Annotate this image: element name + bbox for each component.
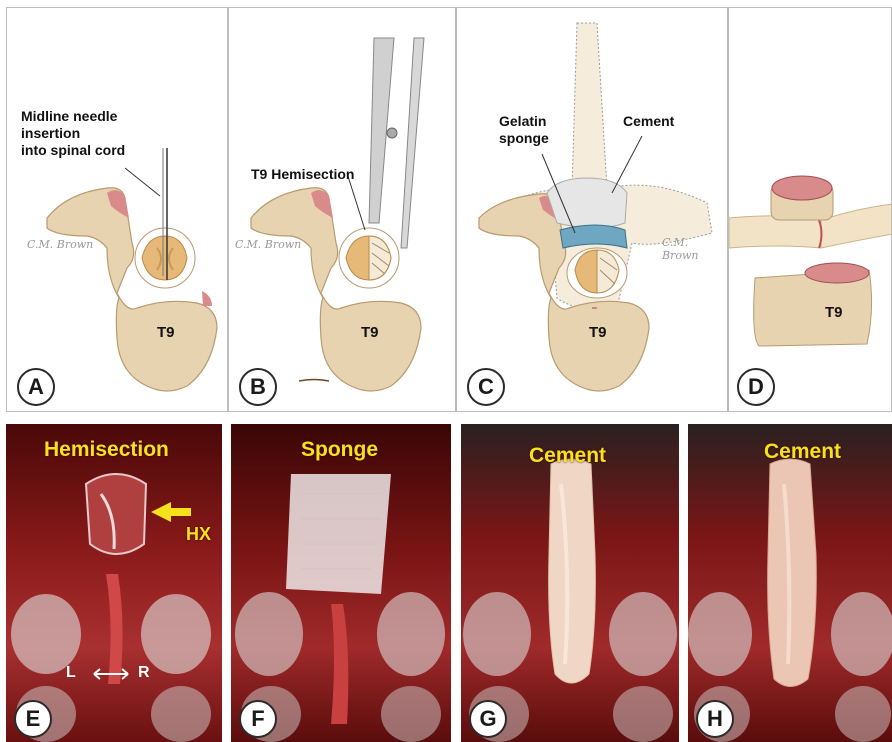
vertebra-illustration-d bbox=[729, 8, 892, 412]
label-right: R bbox=[138, 664, 150, 682]
panel-letter-c: C bbox=[467, 368, 505, 406]
label-cement: Cement bbox=[623, 113, 674, 130]
surgical-photo-g bbox=[461, 424, 679, 742]
artist-signature: C.M. Brown bbox=[27, 238, 93, 251]
surgical-photo-e bbox=[6, 424, 222, 742]
artist-signature: C.M. Brown bbox=[662, 236, 727, 262]
photo-title-sponge: Sponge bbox=[301, 438, 378, 462]
vertebra-illustration-b bbox=[229, 8, 456, 412]
photo-title-hemisection: Hemisection bbox=[44, 438, 169, 462]
panel-letter-e: E bbox=[14, 700, 52, 738]
panel-letter-a: A bbox=[17, 368, 55, 406]
label-left: L bbox=[66, 664, 76, 682]
surgical-photo-h bbox=[688, 424, 892, 742]
caption-hemisection: T9 Hemisection bbox=[251, 166, 354, 183]
panel-letter-f: F bbox=[239, 700, 277, 738]
panel-b: T9 Hemisection C.M. Brown T9 B bbox=[228, 7, 456, 412]
photo-title-cement-g: Cement bbox=[529, 444, 606, 468]
vertebra-illustration-c bbox=[457, 8, 728, 412]
panel-a: Midline needle insertion into spinal cor… bbox=[6, 7, 228, 412]
vertebra-label-a: T9 bbox=[157, 324, 175, 341]
photo-panel-f: Sponge F bbox=[231, 424, 451, 742]
panel-letter-d: D bbox=[737, 368, 775, 406]
vertebra-label-b: T9 bbox=[361, 324, 379, 341]
label-gelatin-sponge: Gelatin sponge bbox=[499, 113, 549, 147]
vertebra-illustration-a bbox=[7, 8, 228, 412]
photo-panel-g: Cement G bbox=[461, 424, 679, 742]
arrow-label-hx: HX bbox=[186, 524, 211, 545]
artist-signature: C.M. Brown bbox=[235, 238, 301, 251]
panel-c: Gelatin sponge Cement C.M. Brown T9 C bbox=[456, 7, 728, 412]
panel-letter-g: G bbox=[469, 700, 507, 738]
vertebra-label-c: T9 bbox=[589, 324, 607, 341]
vertebra-label-d: T9 bbox=[825, 304, 843, 321]
caption-needle-insertion: Midline needle insertion into spinal cor… bbox=[21, 108, 181, 159]
panel-letter-h: H bbox=[696, 700, 734, 738]
photo-panel-e: Hemisection HX L R E bbox=[6, 424, 222, 742]
surgical-photo-f bbox=[231, 424, 451, 742]
panel-d: T9 D bbox=[728, 7, 892, 412]
photo-title-cement-h: Cement bbox=[764, 440, 841, 464]
panel-letter-b: B bbox=[239, 368, 277, 406]
photo-panel-h: Cement H bbox=[688, 424, 892, 742]
